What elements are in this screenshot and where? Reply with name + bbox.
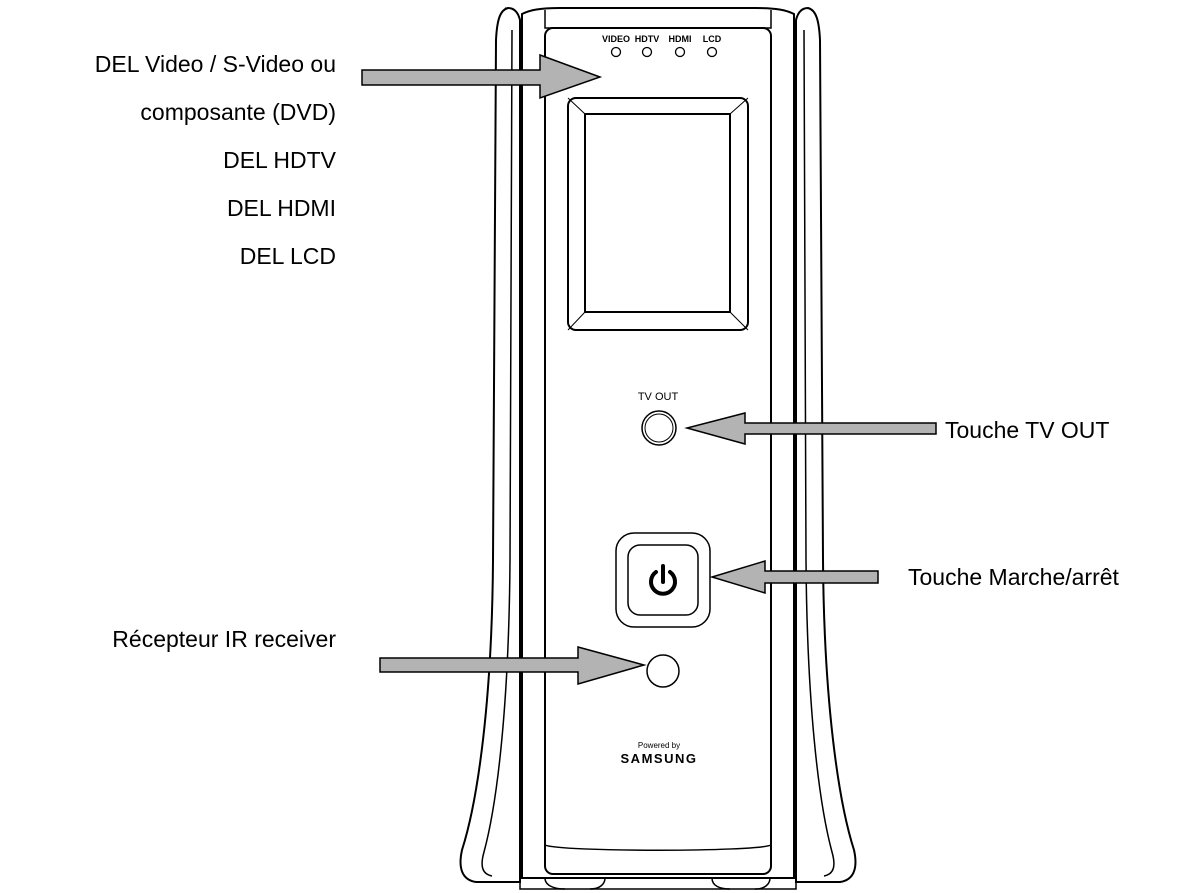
callout-arrows [361, 53, 937, 685]
led-lcd [706, 46, 718, 58]
arrow-tv-out [684, 412, 937, 445]
led-label-hdmi: HDMI [669, 34, 692, 44]
led-callout-group: DEL Video / S-Video ou composante (DVD) … [95, 40, 336, 280]
power-icon [649, 564, 677, 596]
tv-out-label: TV OUT [638, 391, 679, 403]
stand-detail-lines [481, 29, 835, 890]
brand-name: SAMSUNG [621, 751, 698, 766]
callout-power: Touche Marche/arrêt [908, 564, 1119, 590]
callout-led-hdtv: DEL HDTV [223, 147, 336, 173]
brand-powered-by: Powered by [638, 741, 680, 750]
callout-led-hdmi: DEL HDMI [226, 195, 336, 221]
led-row: VIDEO HDTV HDMI LCD [602, 34, 722, 58]
ir-receiver [646, 654, 680, 688]
led-video [610, 46, 622, 58]
tv-out-button-inner [644, 413, 674, 443]
callout-ir-receiver: Récepteur IR receiver [112, 626, 336, 652]
led-hdmi [674, 46, 686, 58]
callout-led-video: DEL Video / S-Video ou [94, 51, 336, 77]
arrow-led [361, 53, 603, 100]
led-hdtv [641, 46, 653, 58]
tv-out-button[interactable] [641, 410, 677, 446]
led-label-hdtv: HDTV [635, 34, 660, 44]
front-panel-bottom-edge [544, 844, 772, 851]
arrow-ir [379, 646, 647, 685]
led-label-video: VIDEO [602, 34, 630, 44]
lcd-screen [584, 113, 731, 313]
callout-led-video-line2: composante (DVD) [140, 99, 336, 125]
led-label-lcd: LCD [703, 34, 722, 44]
callout-led-lcd: DEL LCD [239, 243, 336, 269]
lcd-bevel-lines [567, 97, 749, 331]
arrow-power [709, 559, 879, 595]
callout-tv-out: Touche TV OUT [945, 417, 1110, 443]
